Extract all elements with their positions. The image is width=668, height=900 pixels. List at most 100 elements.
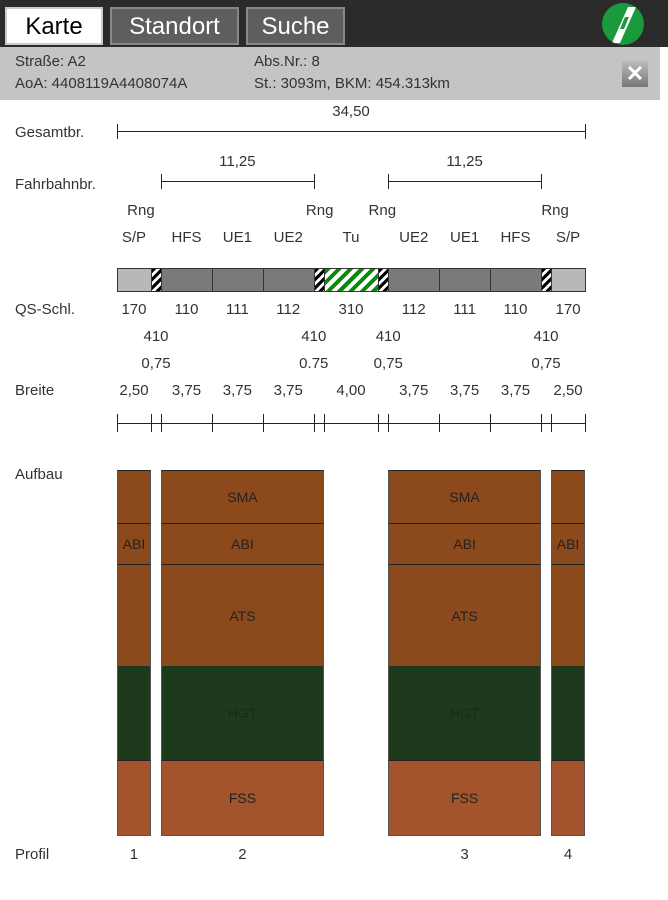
segment-name: HFS [500, 229, 531, 246]
layer-unlabeled[interactable] [551, 760, 585, 836]
layer-ats[interactable]: ATS [161, 564, 324, 666]
layer-sma[interactable]: SMA [388, 470, 541, 523]
station-text: St.: 3093m, BKM: 454.313km [254, 75, 450, 92]
width-value: 2,50 [119, 382, 149, 399]
abs-nr-text: Abs.Nr.: 8 [254, 53, 320, 70]
segment-name: S/P [121, 229, 147, 246]
rng-label: Rng [368, 202, 397, 219]
qs-value: 110 [503, 301, 528, 318]
width-value: 3,75 [222, 382, 252, 399]
width-value: 2,50 [553, 382, 583, 399]
width-tick [161, 414, 163, 432]
fahrbahn-dimension-line-right [388, 181, 541, 182]
fahrbahn-value: 11,25 [446, 153, 483, 170]
layer-unlabeled[interactable] [117, 760, 151, 836]
strasse-text: Straße: A2 [15, 53, 86, 70]
width-tick [117, 414, 118, 432]
rng-label: Rng [305, 202, 334, 219]
width-tick [388, 414, 390, 432]
qs-value: 111 [225, 301, 249, 318]
width-value: 3,75 [399, 382, 429, 399]
layer-ats[interactable]: ATS [388, 564, 541, 666]
qs-value: 111 [453, 301, 476, 318]
segment-shoulder[interactable] [551, 268, 586, 292]
gesamt-dimension-line-tick [585, 124, 586, 139]
layer-abi[interactable]: ABI [161, 523, 324, 564]
layer-unlabeled[interactable] [551, 564, 585, 666]
qs-value: 170 [555, 301, 581, 318]
width-value: 0,75 [531, 355, 561, 372]
rng-label: Rng [127, 202, 155, 219]
fahrbahn-dimension-line-right-tick [388, 174, 390, 189]
width-tick [378, 414, 380, 432]
autobahn-logo-icon [602, 3, 644, 45]
qs-value: 112 [276, 301, 301, 318]
qs-value: 410 [533, 328, 559, 345]
width-value: 0.75 [299, 355, 329, 372]
segment-lane[interactable] [388, 268, 441, 292]
segment-lane[interactable] [211, 268, 264, 292]
info-bar: Straße: A2 Abs.Nr.: 8 AoA: 4408119A44080… [0, 47, 660, 100]
qs-value: 310 [338, 301, 364, 318]
layer-fss[interactable]: FSS [161, 760, 324, 836]
layer-abi[interactable]: ABI [388, 523, 541, 564]
qs-value: 110 [174, 301, 199, 318]
layer-unlabeled[interactable] [117, 470, 151, 523]
qs-value: 410 [301, 328, 327, 345]
qs-value: 410 [375, 328, 401, 345]
width-tick [490, 414, 492, 432]
segment-shoulder[interactable] [117, 268, 152, 292]
layer-abi[interactable]: ABI [117, 523, 151, 564]
segment-name: UE1 [222, 229, 252, 246]
width-tick [439, 414, 441, 432]
segment-name: Tu [342, 229, 360, 246]
segment-median[interactable] [323, 268, 380, 292]
layer-unlabeled[interactable] [117, 564, 151, 666]
width-dimension-line [117, 423, 585, 424]
gesamt-dimension-line [117, 131, 585, 132]
fahrbahn-dimension-line-left [161, 181, 314, 182]
tab-standort[interactable]: Standort [110, 7, 239, 45]
segment-lane[interactable] [161, 268, 213, 292]
layer-abi[interactable]: ABI [551, 523, 585, 564]
fahrbahn-value: 11,25 [219, 153, 256, 170]
width-value: 0,75 [373, 355, 403, 372]
profile-number: 2 [238, 846, 247, 863]
width-tick [262, 414, 264, 432]
layer-unlabeled[interactable] [551, 666, 585, 760]
width-value: 4,00 [336, 382, 366, 399]
gesamt-value: 34,50 [332, 103, 370, 120]
width-value: 3,75 [500, 382, 531, 399]
top-bar: Karte Standort Suche [0, 0, 668, 47]
fahrbahn-dimension-line-right-tick [540, 174, 542, 189]
aoa-text: AoA: 4408119A4408074A [15, 75, 188, 92]
profil-label: Profil [15, 846, 50, 863]
fahrbahn-dimension-line-left-tick [161, 174, 163, 189]
segment-name: UE1 [450, 229, 480, 246]
tab-karte[interactable]: Karte [5, 7, 103, 45]
fahrbahnbr-label: Fahrbahnbr. [15, 176, 96, 193]
layer-hgt[interactable]: HGT [388, 666, 541, 760]
tab-suche[interactable]: Suche [246, 7, 345, 45]
profile-number: 3 [460, 846, 469, 863]
segment-name: HFS [171, 229, 202, 246]
segment-lane[interactable] [490, 268, 542, 292]
qs-label: QS-Schl. [15, 301, 76, 318]
segment-name: S/P [555, 229, 581, 246]
layer-sma[interactable]: SMA [161, 470, 324, 523]
width-tick [313, 414, 315, 432]
width-tick [211, 414, 213, 432]
aufbau-label: Aufbau [15, 466, 63, 483]
layer-unlabeled[interactable] [551, 470, 585, 523]
layer-hgt[interactable]: HGT [161, 666, 324, 760]
width-value: 3,75 [449, 382, 480, 399]
layer-unlabeled[interactable] [117, 666, 151, 760]
segment-lane[interactable] [439, 268, 492, 292]
segment-lane[interactable] [262, 268, 315, 292]
layer-fss[interactable]: FSS [388, 760, 541, 836]
qs-value: 410 [143, 328, 169, 345]
width-value: 3,75 [273, 382, 303, 399]
fahrbahn-dimension-line-left-tick [313, 174, 315, 189]
width-value: 3,75 [171, 382, 202, 399]
close-icon[interactable]: ✕ [622, 61, 648, 87]
